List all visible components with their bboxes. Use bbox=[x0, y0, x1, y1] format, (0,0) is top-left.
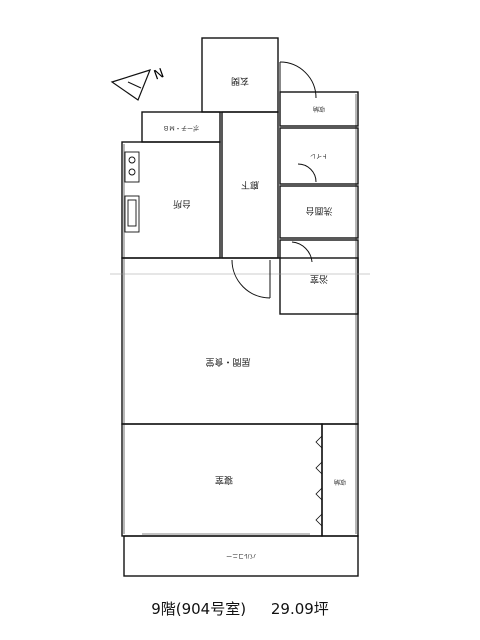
balcony-label: バルコニー bbox=[226, 552, 256, 559]
toilet-door-swing bbox=[297, 163, 317, 183]
compass-arrow-icon bbox=[110, 69, 152, 101]
washroom-room bbox=[279, 185, 359, 239]
closet-door-marks bbox=[315, 435, 323, 527]
washroom-label: 洗面台 bbox=[305, 205, 332, 217]
genkan-door-swing bbox=[279, 61, 317, 99]
toilet-room bbox=[279, 127, 359, 185]
genkan-room bbox=[201, 37, 279, 113]
side-storage-label: 収納 bbox=[334, 478, 346, 486]
floor-unit-text: 9階(904号室) bbox=[151, 600, 247, 618]
genkan-label: 玄関 bbox=[231, 75, 249, 87]
utility-label: ポーチ・ＭＢ bbox=[163, 124, 199, 132]
bath-door-swing bbox=[291, 241, 313, 263]
bath-label: 浴室 bbox=[310, 273, 328, 285]
sink-icon bbox=[124, 195, 140, 233]
plan-caption: 9階(904号室) 29.09坪 bbox=[0, 598, 480, 619]
area-text: 29.09坪 bbox=[270, 600, 329, 618]
kitchen-room bbox=[121, 141, 221, 259]
living-label: 居間・食堂 bbox=[205, 356, 250, 368]
closet-label: 収納 bbox=[313, 105, 325, 113]
kitchen-label: 台所 bbox=[173, 198, 191, 210]
balcony-area bbox=[123, 535, 359, 577]
stove-icon bbox=[124, 151, 140, 183]
living-door-swing bbox=[231, 259, 271, 299]
bedroom-label: 寝室 bbox=[215, 474, 233, 486]
closet-room bbox=[279, 91, 359, 127]
compass-label: N bbox=[152, 66, 166, 83]
toilet-label: トイレ bbox=[310, 152, 328, 159]
corridor-label: 廊下 bbox=[241, 179, 259, 191]
